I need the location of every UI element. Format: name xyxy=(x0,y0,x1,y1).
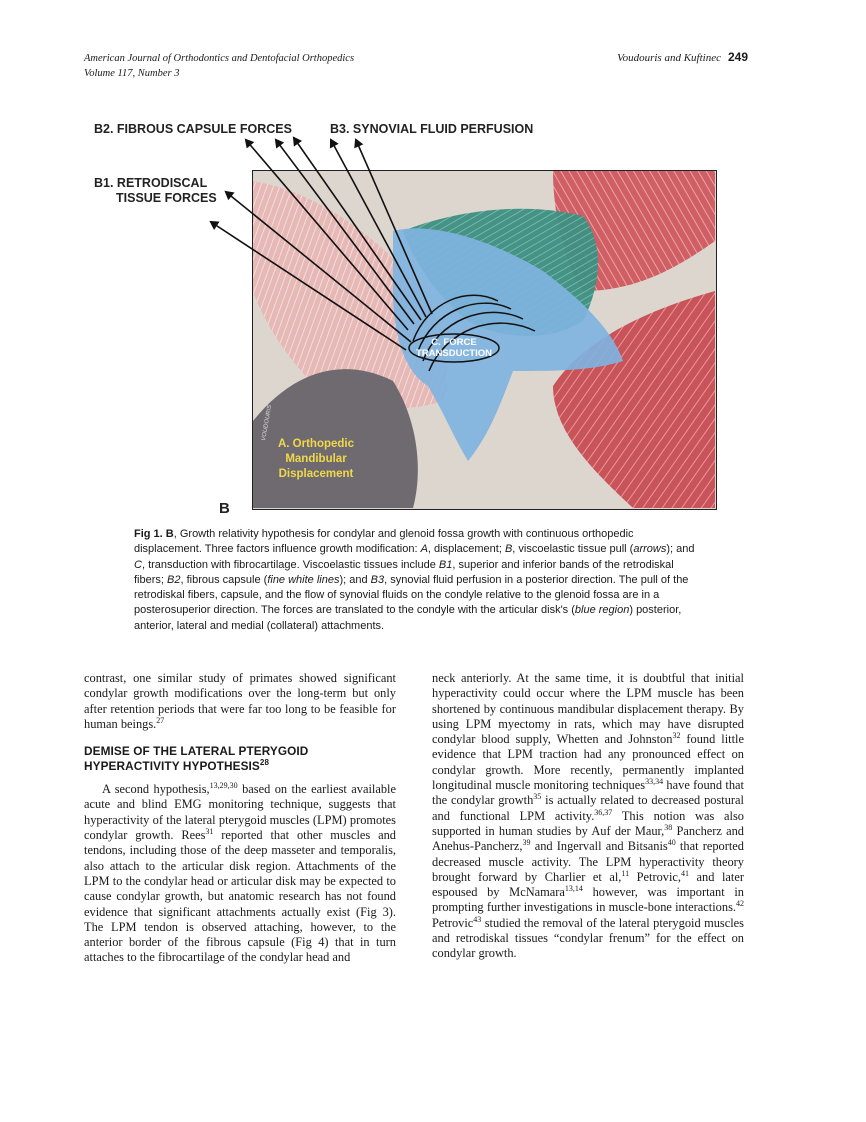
citation-ref: 11 xyxy=(621,868,630,878)
paragraph: contrast, one similar study of primates … xyxy=(84,671,396,731)
paragraph: neck anteriorly. At the same time, it is… xyxy=(432,671,744,961)
caption-figure-label: Fig 1. B xyxy=(134,528,174,540)
label-a-line2: Mandibular xyxy=(285,453,347,465)
articular-disk xyxy=(393,228,623,461)
label-b1-line1: B1. RETRODISCAL xyxy=(94,176,208,190)
force-transduction-arcs xyxy=(412,294,536,372)
caption-seg: fine white lines xyxy=(267,573,340,586)
caption-seg: , transduction with fibrocartilage. Visc… xyxy=(141,558,439,571)
citation-ref: 27 xyxy=(156,715,165,725)
label-b1-line2: TISSUE FORCES xyxy=(116,191,217,205)
label-b2-fibrous-capsule: B2. FIBROUS CAPSULE FORCES xyxy=(94,122,292,136)
label-a-line1: A. Orthopedic xyxy=(278,438,355,450)
citation-ref: 28 xyxy=(259,758,270,768)
anatomy-illustration: C. FORCE TRANSDUCTION A. Orthopedic Mand… xyxy=(252,170,717,510)
running-header-right: Voudouris and Kuftinec 249 xyxy=(617,50,748,64)
caption-seg: blue region xyxy=(574,604,630,617)
figure-1: B2. FIBROUS CAPSULE FORCES B3. SYNOVIAL … xyxy=(86,112,726,522)
citation-ref: 35 xyxy=(533,792,542,802)
running-authors: Voudouris and Kuftinec xyxy=(617,52,721,64)
caption-seg: B xyxy=(504,543,513,556)
caption-seg: B2 xyxy=(167,573,181,586)
caption-seg: B3 xyxy=(370,573,385,586)
running-header-left: American Journal of Orthodontics and Den… xyxy=(84,51,354,81)
caption-seg: A xyxy=(420,543,428,556)
caption-seg: arrows xyxy=(633,543,667,556)
caption-seg: ); and xyxy=(339,573,371,586)
page-number: 249 xyxy=(727,50,748,64)
caption-seg: C xyxy=(134,558,142,571)
caption-seg: , fibrous capsule ( xyxy=(180,573,268,586)
force-transduction-oval xyxy=(408,333,500,363)
caption-seg: B1 xyxy=(438,558,453,571)
body-column-left: contrast, one similar study of primates … xyxy=(84,671,396,966)
caption-seg: , Growth relativity hypothesis for condy… xyxy=(134,528,634,556)
citation-ref: 31 xyxy=(205,827,214,837)
journal-title: American Journal of Orthodontics and Den… xyxy=(84,53,355,64)
panel-letter: B xyxy=(219,500,230,517)
citation-ref: 13,14 xyxy=(564,884,583,894)
citation-ref: 41 xyxy=(681,868,690,878)
label-a-line3: Displacement xyxy=(279,468,354,480)
citation-ref: 39 xyxy=(522,838,531,848)
citation-ref: 33,34 xyxy=(645,777,664,787)
body-column-right: neck anteriorly. At the same time, it is… xyxy=(432,671,744,962)
citation-ref: 13,29,30 xyxy=(209,781,238,791)
caption-seg: , superior and inferior bands of the ret… xyxy=(134,558,674,586)
caption-seg: , viscoelastic tissue pull ( xyxy=(512,543,634,556)
paragraph: A second hypothesis,13,29,30 based on th… xyxy=(84,781,396,965)
journal-volume: Volume 117, Number 3 xyxy=(84,68,180,79)
label-b3-synovial-fluid: B3. SYNOVIAL FLUID PERFUSION xyxy=(330,122,534,136)
label-c-line2: TRANSDUCTION xyxy=(416,348,492,359)
caption-seg: ) posterior, anterior, lateral and media… xyxy=(134,604,682,632)
caption-seg: , displacement; xyxy=(427,543,505,556)
citation-ref: 40 xyxy=(667,838,676,848)
citation-ref: 42 xyxy=(736,899,744,909)
citation-ref: 32 xyxy=(672,731,681,741)
citation-ref: 43 xyxy=(473,914,482,924)
caption-seg: ); and xyxy=(666,543,695,556)
mandibular-condyle xyxy=(253,369,418,508)
caption-seg: , synovial fluid perfusion in a posterio… xyxy=(134,573,689,617)
label-c-line1: C. FORCE xyxy=(431,337,476,348)
citation-ref: 38 xyxy=(664,822,673,832)
figure-caption: Fig 1. B, Growth relativity hypothesis f… xyxy=(134,527,704,634)
label-b1-retrodiscal: B1. RETRODISCAL TISSUE FORCES xyxy=(94,176,217,206)
tmj-drawing: C. FORCE TRANSDUCTION A. Orthopedic Mand… xyxy=(253,171,715,508)
citation-ref: 36,37 xyxy=(594,807,613,817)
